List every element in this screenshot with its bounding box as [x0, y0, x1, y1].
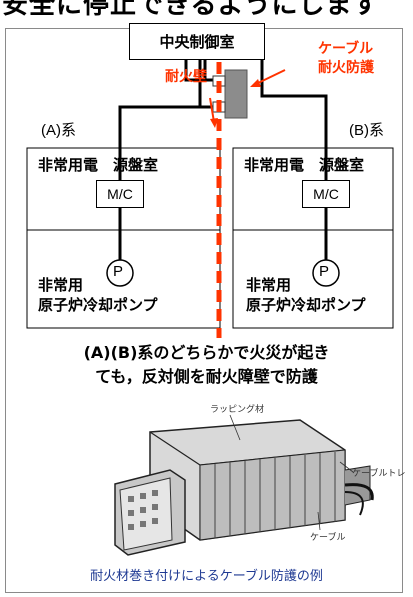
- mc-box-b: M/C: [302, 180, 350, 208]
- cable-tray-label: ケーブルトレ: [352, 469, 406, 479]
- cable-illust-label: ケーブル: [310, 533, 346, 543]
- cable-lines: [118, 60, 328, 268]
- control-room-box: 中央制御室: [129, 23, 265, 60]
- cable-label-line1: ケーブル: [318, 41, 374, 57]
- pump-a-label-line1: 非常用: [38, 276, 84, 294]
- mc-box-a: M/C: [96, 180, 144, 208]
- fire-wall-arrow: [209, 97, 215, 123]
- cable-arrow: [255, 69, 286, 85]
- room-b-label: 非常用電 源盤室: [244, 156, 365, 174]
- cable-arrow-head: [250, 79, 261, 87]
- pump-symbol-a: P: [113, 263, 124, 280]
- pump-icon-a: [106, 259, 134, 287]
- cable-protection-block: [224, 69, 248, 119]
- wrapping-label: ラッピング材: [210, 405, 265, 415]
- pump-b-label-line1: 非常用: [246, 276, 292, 294]
- room-a-label: 非常用電 源盤室: [38, 156, 159, 174]
- mc-label-a: M/C: [107, 186, 133, 202]
- summary-line1: (A)(B)系のどちらかで火災が起き: [83, 343, 330, 362]
- pump-symbol-b: P: [319, 263, 330, 280]
- pump-room-b: [232, 229, 394, 329]
- control-room-label: 中央制御室: [159, 33, 235, 51]
- header-text: 安全に停止できるようにします: [2, 0, 380, 20]
- mc-label-b: M/C: [313, 186, 339, 202]
- summary-line2: ても，反対側を耐火障壁で防護: [95, 367, 318, 386]
- pump-b-label-line2: 原子炉冷却ポンプ: [246, 296, 366, 314]
- pump-icon-b: [312, 259, 340, 287]
- system-a-label: (A)系: [41, 122, 76, 139]
- header-strip: 安全に停止できるようにします: [0, 0, 413, 28]
- cable-tray-illustration: [114, 414, 374, 556]
- pump-a-label-line2: 原子炉冷却ポンプ: [38, 296, 158, 314]
- system-b-label: (B)系: [349, 122, 384, 139]
- fire-wall-arrow-head: [210, 118, 218, 128]
- cable-label-line2: 耐火防護: [318, 60, 374, 76]
- illustration-caption: 耐火材巻き付けによるケーブル防護の例: [90, 569, 323, 584]
- fire-wall-label: 耐火壁: [165, 69, 207, 85]
